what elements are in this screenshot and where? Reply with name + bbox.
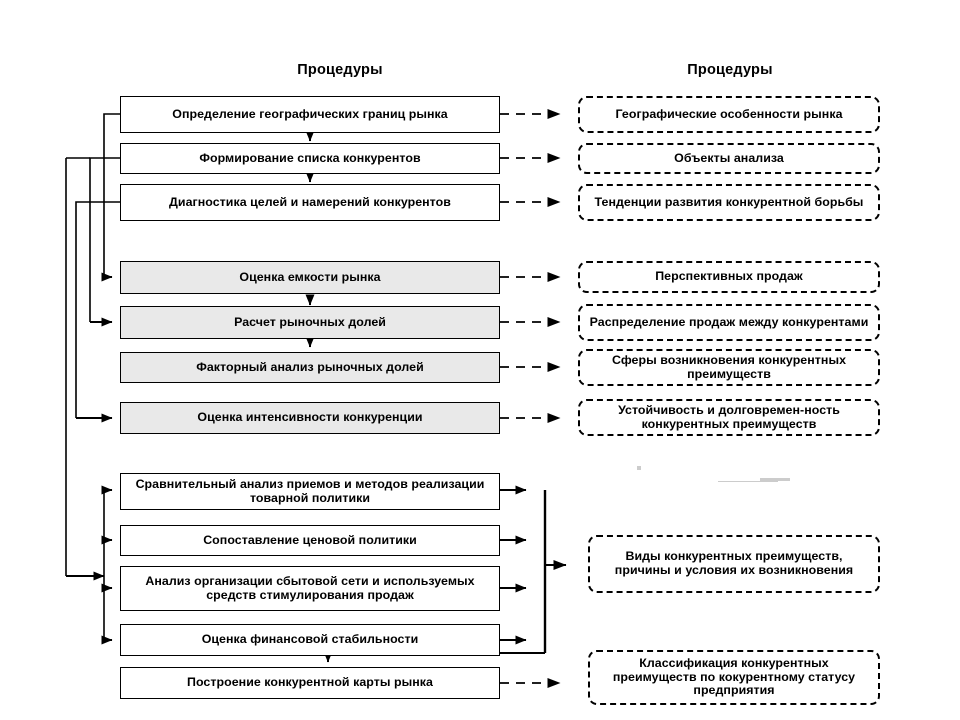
node-label: Определение географических границ рынка <box>172 106 448 121</box>
node-factor-analysis[interactable]: Факторный анализ рыночных долей <box>120 352 500 383</box>
node-market-capacity[interactable]: Оценка емкости рынка <box>120 261 500 294</box>
node-product-policy[interactable]: Сравнительный анализ приемов и методов р… <box>120 473 500 510</box>
node-label: Объекты анализа <box>674 150 784 165</box>
node-label: Оценка финансовой стабильности <box>201 632 419 647</box>
node-label: Оценка интенсивности конкуренции <box>197 410 423 425</box>
header-left: Процедуры <box>297 62 383 78</box>
node-advantage-types[interactable]: Виды конкурентных преимуществ, причины и… <box>588 535 880 593</box>
node-market-shares[interactable]: Расчет рыночных долей <box>120 306 500 339</box>
node-label: Сравнительный анализ приемов и методов р… <box>135 476 485 505</box>
node-price-policy[interactable]: Сопоставление ценовой политики <box>120 525 500 556</box>
node-label: Тенденции развития конкурентной борьбы <box>594 194 864 209</box>
node-competitive-map[interactable]: Построение конкурентной карты рынка <box>120 667 500 699</box>
node-label: Сопоставление ценовой политики <box>203 532 417 547</box>
node-analysis-objects[interactable]: Объекты анализа <box>578 143 880 174</box>
node-sales-distribution[interactable]: Распределение продаж между конкурентами <box>578 304 880 341</box>
node-competition-intensity[interactable]: Оценка интенсивности конкуренции <box>120 402 500 434</box>
node-label: Построение конкурентной карты рынка <box>187 675 433 690</box>
node-label: Географические особенности рынка <box>615 106 843 121</box>
node-geo-features[interactable]: Географические особенности рынка <box>578 96 880 133</box>
scan-artifact <box>760 478 790 481</box>
node-label: Расчет рыночных долей <box>234 314 386 329</box>
node-goals-diagnostics[interactable]: Диагностика целей и намерений конкуренто… <box>120 184 500 221</box>
header-right: Процедуры <box>687 62 773 78</box>
scan-artifact <box>637 466 641 470</box>
node-geo-borders[interactable]: Определение географических границ рынка <box>120 96 500 133</box>
node-label: Устойчивость и долговремен-ность конкуре… <box>618 402 840 431</box>
node-label: Оценка емкости рынка <box>239 269 381 284</box>
scan-artifact <box>718 481 778 482</box>
node-advantage-durability[interactable]: Устойчивость и долговремен-ность конкуре… <box>578 399 880 436</box>
node-label: Диагностика целей и намерений конкуренто… <box>169 194 451 209</box>
node-advantage-classification[interactable]: Классификация конкурентных преимуществ п… <box>588 650 880 705</box>
node-label: Факторный анализ рыночных долей <box>196 359 424 374</box>
node-competitor-list[interactable]: Формирование списка конкурентов <box>120 143 500 174</box>
node-label: Анализ организации сбытовой сети и испол… <box>145 573 475 602</box>
node-sales-network[interactable]: Анализ организации сбытовой сети и испол… <box>120 566 500 611</box>
node-financial-stability[interactable]: Оценка финансовой стабильности <box>120 624 500 656</box>
node-label: Формирование списка конкурентов <box>199 150 421 165</box>
node-advantage-spheres[interactable]: Сферы возникновения конкурентных преимущ… <box>578 349 880 386</box>
node-label: Распределение продаж между конкурентами <box>589 314 869 329</box>
node-label: Виды конкурентных преимуществ, причины и… <box>614 549 854 577</box>
node-competition-trends[interactable]: Тенденции развития конкурентной борьбы <box>578 184 880 221</box>
node-label: Классификация конкурентных преимуществ п… <box>612 655 856 698</box>
node-label: Перспективных продаж <box>655 269 803 284</box>
node-prospective-sales[interactable]: Перспективных продаж <box>578 261 880 293</box>
node-label: Сферы возникновения конкурентных преимущ… <box>611 352 847 381</box>
